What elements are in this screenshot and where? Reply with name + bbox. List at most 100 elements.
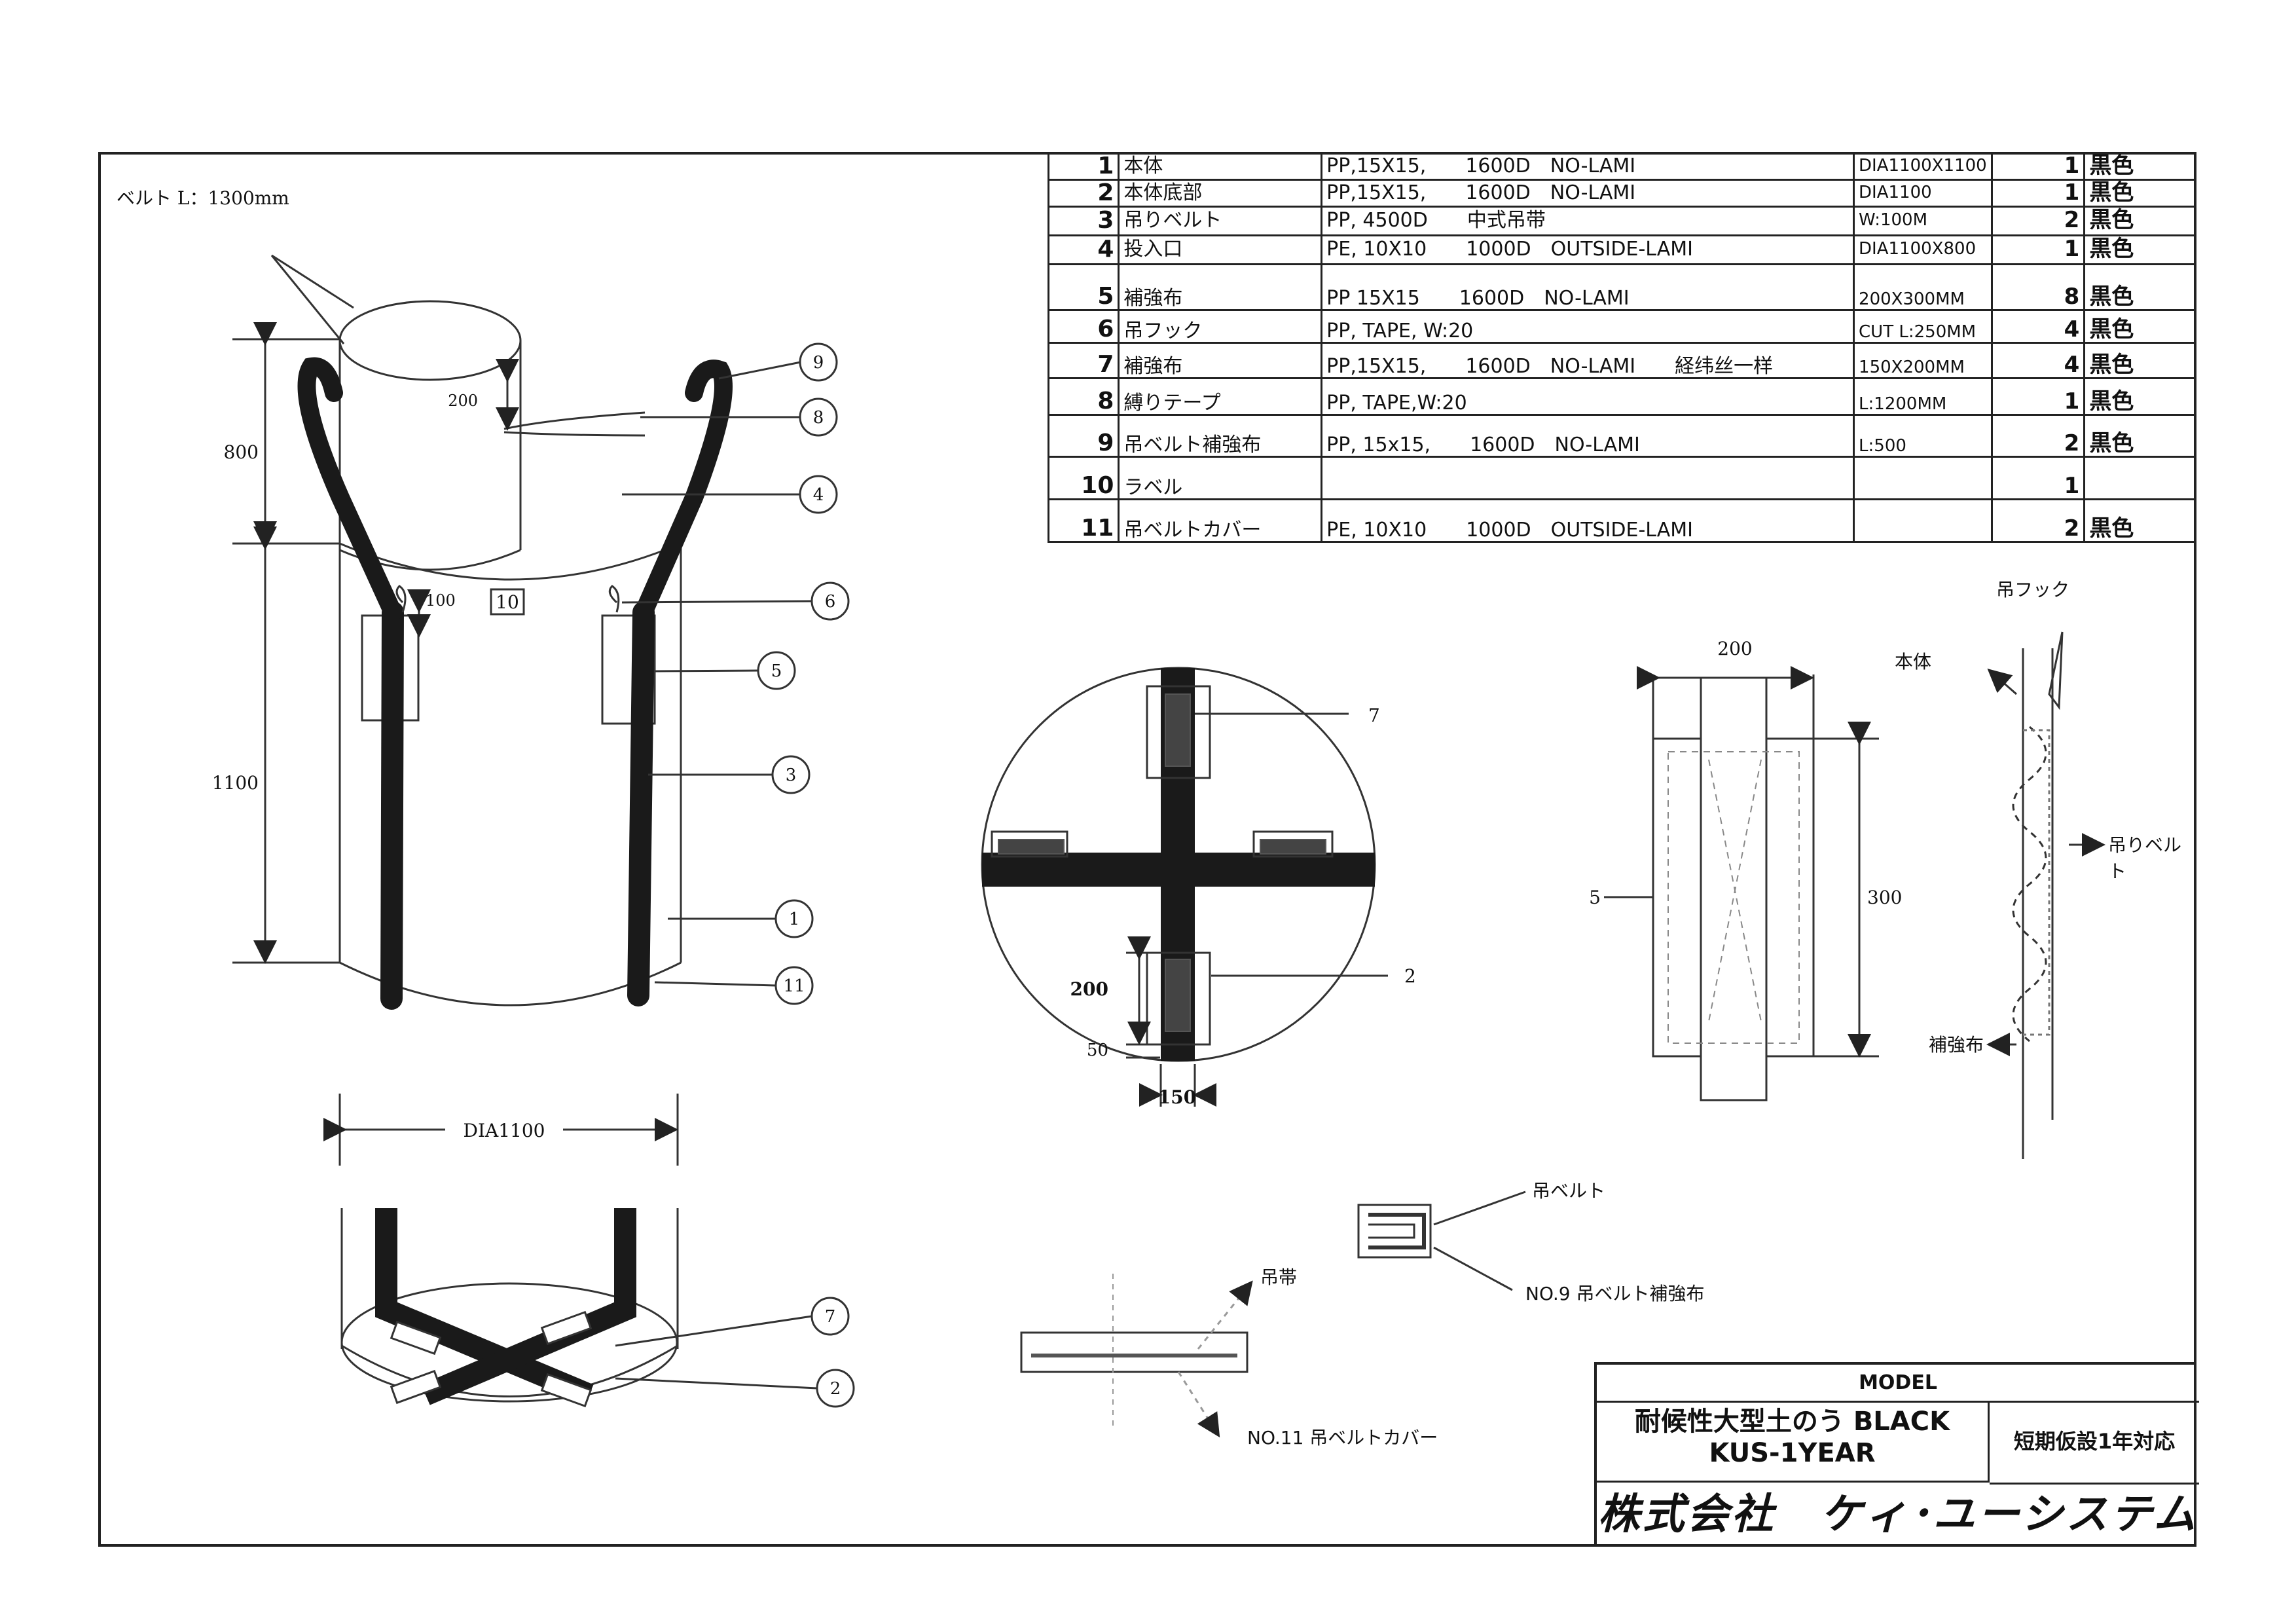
belt-label-b: ト (2108, 860, 2126, 882)
label-box (490, 588, 525, 616)
callout-5: 5 (771, 661, 782, 681)
parts-cell-qty: 1 (1990, 178, 2086, 208)
hook-section (1986, 631, 2105, 1159)
parts-cell-no: 5 (1047, 263, 1120, 311)
parts-cell-size: 150X200MM (1853, 341, 1993, 379)
parts-cell-qty: 1 (1990, 234, 2086, 265)
parts-cell-name: 吊ベルト補強布 (1118, 413, 1323, 458)
parts-cell-qty: 4 (1990, 341, 2086, 379)
callouts (615, 342, 855, 1408)
callout-7-bottom: 7 (825, 1307, 836, 1327)
parts-cell-name: 縛りテープ (1118, 377, 1323, 416)
callout-3: 3 (786, 766, 797, 785)
dim-50-bottom: 50 (1087, 1041, 1108, 1060)
callout-1: 1 (789, 910, 800, 929)
parts-cell-no: 8 (1047, 377, 1120, 416)
patch-detail (1604, 666, 1879, 1101)
parts-cell-qty: 2 (1990, 205, 2086, 236)
model-name-line1: 耐候性大型土のう BLACK (1634, 1407, 1950, 1437)
parts-cell-name: 吊ベルトカバー (1118, 498, 1323, 543)
bottom-callout-7: 7 (1368, 705, 1380, 726)
reinforcement-patch-right (601, 614, 656, 725)
parts-cell-no: 2 (1047, 178, 1120, 208)
bottom-callout-2: 2 (1404, 965, 1416, 987)
label-10-text: 10 (496, 591, 519, 613)
lifting-belts (297, 357, 733, 1010)
parts-cell-size: DIA1100X800 (1853, 234, 1993, 265)
belt-label-a: 吊りベル (2108, 834, 2181, 856)
title-block: MODEL 耐候性大型土のう BLACK KUS-1YEAR 短期仮設1年対応 … (1594, 1362, 2199, 1547)
callout-6: 6 (825, 592, 836, 612)
parts-cell-color: 黒色 (2083, 178, 2196, 208)
parts-cell-size: DIA1100 (1853, 178, 1993, 208)
company-name: 株式会社 ケィ･ユーシステム (1597, 1490, 2198, 1539)
parts-cell-spec: PE, 10X10 1000D OUTSIDE-LAMI (1321, 498, 1855, 543)
callout-8: 8 (813, 408, 824, 428)
dim-1100: 1100 (212, 772, 259, 794)
dia-dimension (323, 1094, 679, 1166)
parts-cell-name: ラベル (1118, 455, 1323, 500)
parts-cell-color: 黒色 (2083, 498, 2196, 543)
parts-cell-size (1853, 498, 1993, 543)
parts-cell-size: W:100M (1853, 205, 1993, 236)
dim-800: 800 (224, 441, 259, 463)
parts-cell-spec: PP,15X15, 1600D NO-LAMI 経纬丝一样 (1321, 341, 1855, 379)
body-label: 本体 (1895, 651, 1931, 673)
parts-cell-no: 4 (1047, 234, 1120, 265)
parts-cell-spec (1321, 455, 1855, 500)
parts-cell-size: DIA1100X1100 (1853, 152, 1993, 181)
dimension-lines (232, 254, 519, 964)
parts-cell-color: 黒色 (2083, 152, 2196, 181)
dim-200-patch: 200 (1717, 638, 1752, 659)
parts-cell-qty: 1 (1990, 152, 2086, 181)
parts-cell-color: 黒色 (2083, 234, 2196, 265)
callout-11: 11 (783, 976, 805, 996)
callout-9: 9 (813, 353, 824, 373)
parts-cell-qty: 8 (1990, 263, 2086, 311)
parts-cell-qty: 4 (1990, 308, 2086, 344)
parts-cell-color (2083, 455, 2196, 500)
parts-cell-name: 投入口 (1118, 234, 1323, 265)
parts-cell-size: L:500 (1853, 413, 1993, 458)
parts-cell-size: L:1200MM (1853, 377, 1993, 416)
parts-cell-spec: PP,15X15, 1600D NO-LAMI (1321, 152, 1855, 181)
belt-patch-label: NO.9 吊ベルト補強布 (1525, 1283, 1704, 1304)
dim-300-patch: 300 (1867, 887, 1902, 908)
parts-cell-spec: PP, TAPE,W:20 (1321, 377, 1855, 416)
belt-cover-detail (1020, 1274, 1253, 1438)
model-note: 短期仮設1年対応 (1990, 1401, 2199, 1485)
parts-cell-no: 9 (1047, 413, 1120, 458)
parts-cell-spec: PP 15X15 1600D NO-LAMI (1321, 263, 1855, 311)
belt-length-note: ベルト L：1300mm (117, 187, 289, 209)
bottom-plan-view: 200 50 150 7 2 (981, 667, 1416, 1108)
parts-cell-color: 黒色 (2083, 308, 2196, 344)
parts-cell-size: CUT L:250MM (1853, 308, 1993, 344)
belt-cover-label: NO.11 吊ベルトカバー (1247, 1427, 1438, 1449)
callout-2-bottom: 2 (830, 1379, 841, 1399)
parts-cell-qty: 2 (1990, 498, 2086, 543)
hooks (395, 585, 620, 613)
parts-cell-no: 3 (1047, 205, 1120, 236)
parts-cell-size: 200X300MM (1853, 263, 1993, 311)
parts-cell-no: 10 (1047, 455, 1120, 500)
parts-cell-spec: PP, TAPE, W:20 (1321, 308, 1855, 344)
callout-4: 4 (813, 485, 824, 505)
parts-cell-qty: 2 (1990, 413, 2086, 458)
bag-top-ellipse (338, 300, 522, 381)
patch-label: 補強布 (1929, 1034, 1984, 1056)
parts-cell-color: 黒色 (2083, 377, 2196, 416)
dim-200-spout: 200 (448, 392, 478, 410)
parts-cell-name: 補強布 (1118, 263, 1323, 311)
parts-cell-spec: PE, 10X10 1000D OUTSIDE-LAMI (1321, 234, 1855, 265)
